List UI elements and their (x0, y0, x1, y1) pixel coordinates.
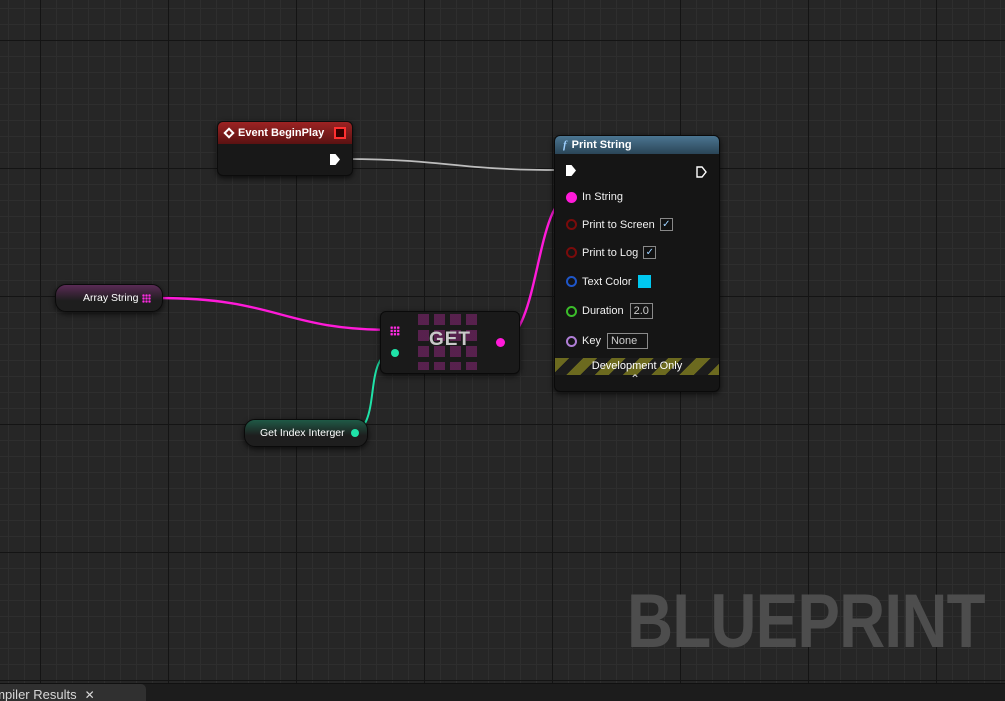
array-pin-icon[interactable] (142, 293, 152, 303)
index-input-pin-icon[interactable] (391, 349, 399, 357)
in-string-row: In String (566, 191, 623, 203)
get-index-label: Get Index Interger (260, 427, 345, 439)
duration-input[interactable]: 2.0 (629, 303, 653, 319)
bool-pin-icon[interactable] (566, 219, 577, 230)
event-beginplay-node[interactable]: Event BeginPlay (217, 121, 353, 176)
array-get-node[interactable]: GET (380, 311, 520, 374)
event-diamond-icon (223, 127, 235, 139)
print-node-header: f Print String (555, 136, 719, 154)
bool-pin-icon[interactable] (566, 247, 577, 258)
close-icon[interactable]: ✕ (84, 688, 95, 701)
get-index-variable-node[interactable]: Get Index Interger (244, 419, 368, 447)
print-node-title: Print String (571, 139, 632, 151)
duration-label: Duration (582, 305, 624, 317)
exec-output-pin-icon[interactable] (696, 165, 707, 178)
text-color-swatch[interactable] (637, 275, 651, 288)
array-input-pin-icon[interactable] (390, 326, 400, 336)
get-node-label: GET (428, 329, 472, 350)
integer-pin-icon[interactable] (350, 429, 359, 437)
bottom-panel-tabbar: ompiler Results ✕ (0, 683, 1005, 701)
string-output-pin-icon[interactable] (496, 338, 505, 347)
string-pin-icon[interactable] (566, 191, 577, 203)
in-string-label: In String (582, 191, 623, 203)
array-string-label: Array String (83, 292, 139, 304)
print-to-screen-label: Print to Screen (582, 218, 655, 231)
exec-input-pin-icon[interactable] (566, 165, 576, 176)
array-grid-icon (418, 314, 482, 370)
print-to-log-row: Print to Log ✓ (566, 246, 657, 259)
text-color-row: Text Color (566, 275, 651, 288)
key-input[interactable]: None (606, 333, 648, 349)
delegate-pin-icon[interactable] (334, 127, 346, 139)
event-node-title: Event BeginPlay (238, 127, 325, 139)
key-row: Key None (566, 333, 648, 349)
array-string-variable-node[interactable]: Array String (55, 284, 163, 312)
struct-pin-icon[interactable] (566, 276, 577, 287)
tab-compiler-results-label: ompiler Results (0, 687, 77, 701)
exec-output-pin-icon[interactable] (330, 154, 340, 165)
text-color-label: Text Color (582, 275, 632, 288)
exec-wire (340, 158, 561, 171)
blueprint-watermark: BLUEPRINT (627, 579, 986, 664)
name-pin-icon[interactable] (566, 335, 577, 347)
development-only-banner: Development Only (555, 358, 719, 375)
print-to-screen-checkbox[interactable]: ✓ (659, 218, 673, 231)
event-node-header: Event BeginPlay (218, 122, 352, 144)
print-to-screen-row: Print to Screen ✓ (566, 218, 673, 231)
tab-compiler-results[interactable]: ompiler Results ✕ (0, 684, 146, 701)
print-to-log-checkbox[interactable]: ✓ (643, 246, 657, 259)
print-to-log-label: Print to Log (582, 246, 639, 259)
development-only-label: Development Only (591, 360, 683, 372)
array-string-wire (157, 296, 396, 332)
function-icon: f (563, 139, 567, 151)
duration-row: Duration 2.0 (566, 303, 653, 319)
expand-chevron-icon[interactable]: ⌃ (630, 372, 641, 386)
key-label: Key (582, 335, 601, 347)
print-string-node[interactable]: f Print String In String Print to Screen… (554, 135, 720, 392)
float-pin-icon[interactable] (566, 305, 577, 317)
